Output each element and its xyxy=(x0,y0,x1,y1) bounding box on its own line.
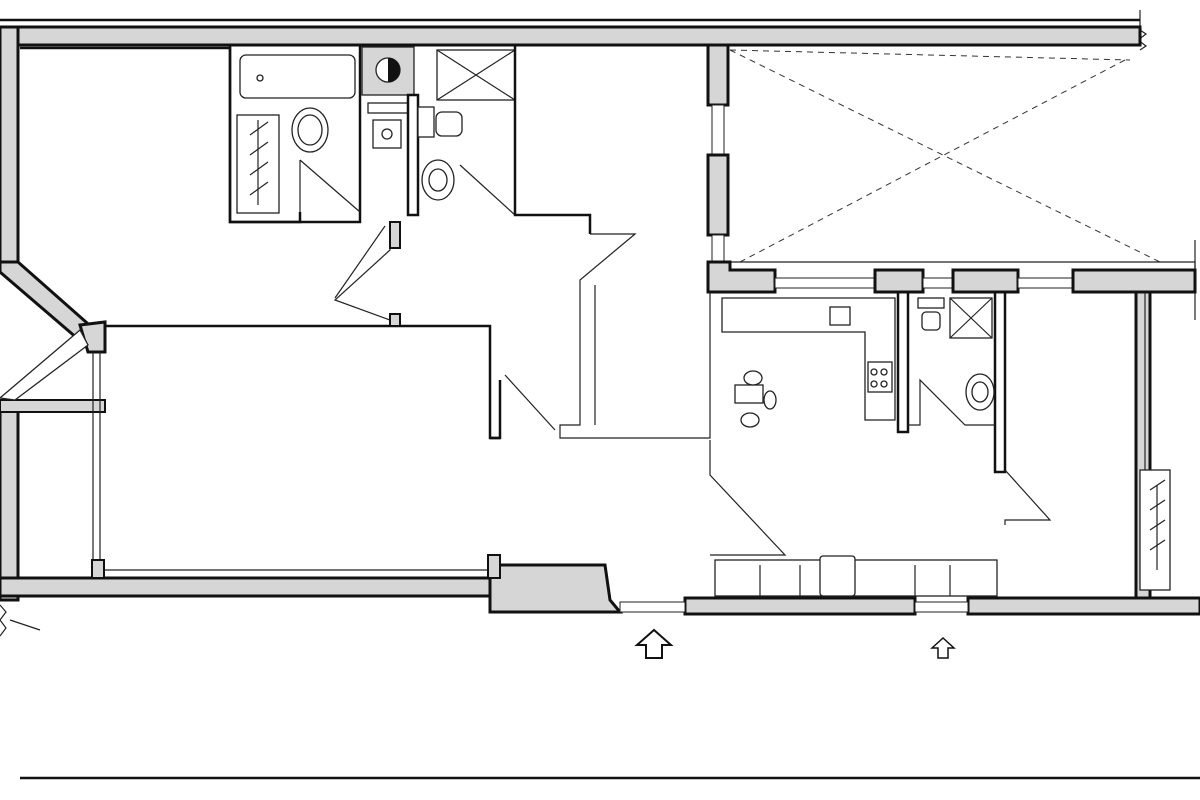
exterior-walls xyxy=(0,25,1200,616)
hallway xyxy=(490,45,711,440)
double-height-void xyxy=(706,43,1196,270)
balcony-west xyxy=(0,328,106,578)
kitchen xyxy=(706,260,1197,597)
outer-frame xyxy=(0,10,1200,780)
living-room xyxy=(91,554,501,579)
entrance-doors xyxy=(619,601,969,613)
shower-room xyxy=(896,290,1052,525)
balcony-east xyxy=(1139,292,1171,591)
break-mark xyxy=(0,604,41,637)
entrance-arrow-icon xyxy=(634,628,674,659)
entrance-arrow-icon xyxy=(930,636,956,659)
wc xyxy=(361,46,516,217)
bathroom xyxy=(228,43,362,224)
